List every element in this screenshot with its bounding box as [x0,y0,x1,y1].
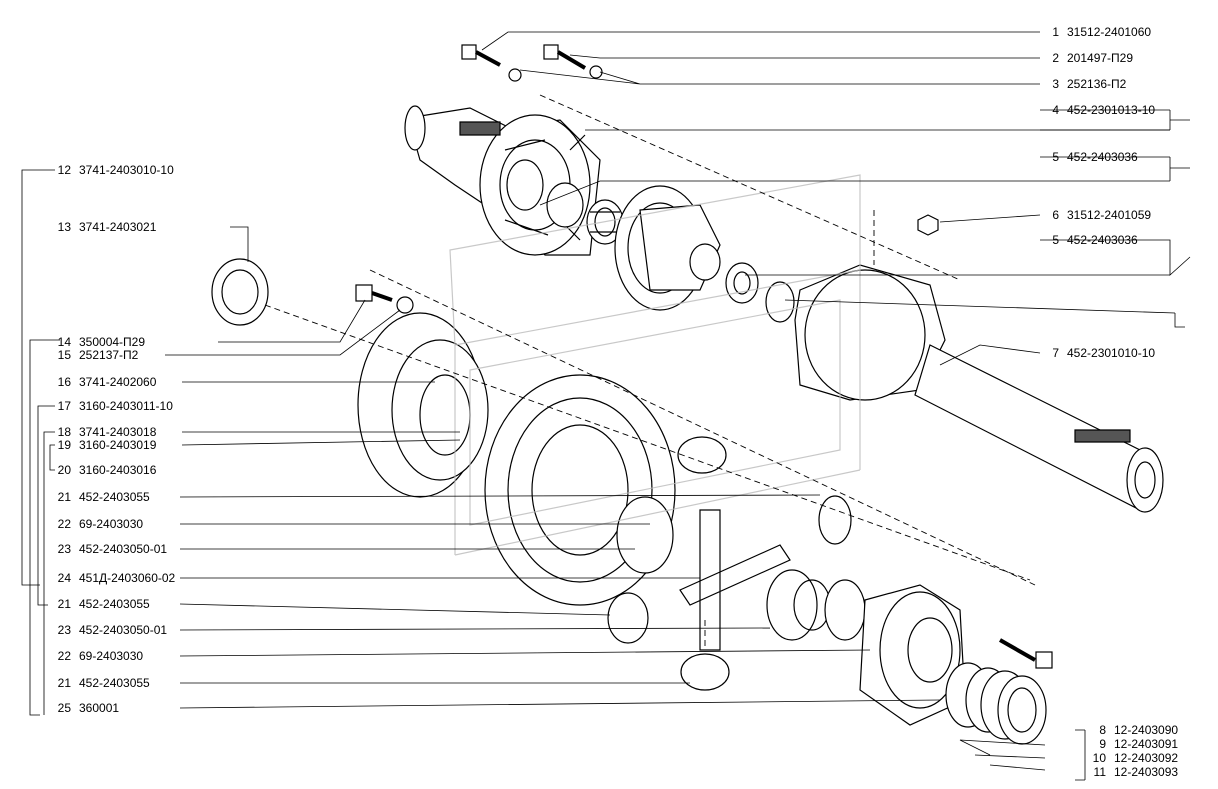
pinion-gear-left [616,496,674,574]
ring-part-5-top [546,182,584,228]
cross-shaft [679,509,791,651]
oil-seal-13 [211,258,269,326]
axle-housing-left [404,105,601,256]
bearing-right [725,262,759,304]
ring-part-5-right [765,281,795,323]
pinion-gear-right [818,495,852,545]
pinion-gear-lower [680,653,730,691]
washers-8-11 [945,662,1047,745]
bolt-bottom [999,638,1053,669]
side-gear-left [607,592,649,644]
bolt-2 [543,44,587,70]
leader-lines [21,31,1191,781]
pinion-gear-upper [677,436,727,474]
flange-16 [357,312,489,498]
washer-3a [508,68,522,82]
differential-housing-right [859,584,966,726]
washer-15 [396,296,414,314]
nut-6 [917,214,939,236]
watermark-logo [449,174,861,556]
bolt-1 [461,44,501,67]
assembly-axes [264,94,1036,650]
washer-3b [589,65,603,79]
axle-housing-right [794,264,1164,513]
side-gear-right [766,569,866,641]
bolt-14 [355,284,393,302]
differential-assembly-top [614,185,721,311]
